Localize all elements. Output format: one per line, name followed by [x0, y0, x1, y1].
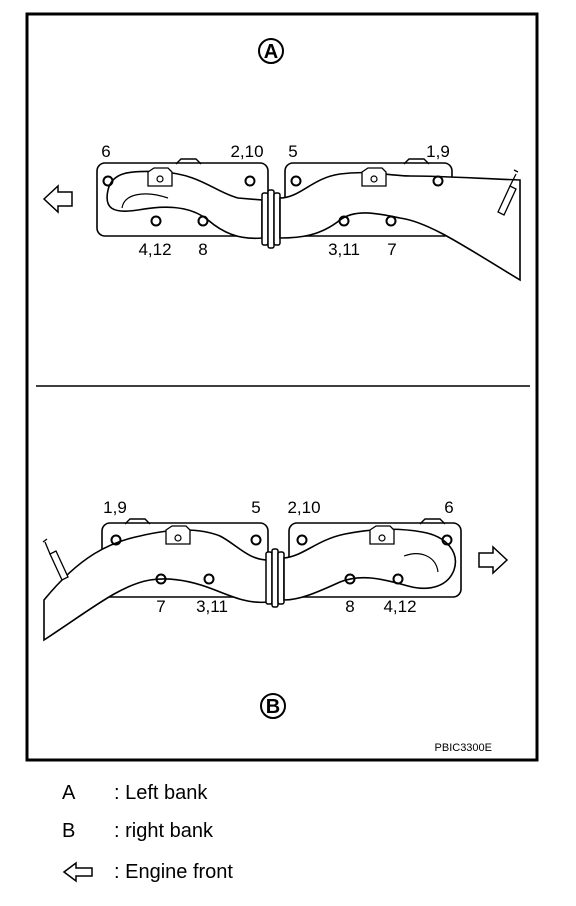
bolt-label: 2,10: [230, 142, 263, 161]
section-a: A 6 2,1: [42, 38, 521, 282]
bolt-label: 8: [198, 240, 207, 259]
bolt-label: 5: [251, 498, 260, 517]
oxygen-sensor-icon: [497, 185, 517, 216]
marker-a: A: [264, 41, 278, 63]
bolt-b-4-12: [392, 573, 404, 585]
diagram-frame: [25, 12, 539, 762]
bolt-label: 3,11: [328, 240, 360, 259]
bolt-a-4-12: [150, 215, 162, 227]
engine-front-arrow-icon: [42, 184, 73, 214]
bolt-a-5: [290, 175, 302, 187]
figure-code: PBIC3300E: [435, 742, 492, 754]
bolt-a-1-9: [432, 175, 444, 187]
bolt-b-7: [155, 573, 167, 585]
bolt-b-2-10: [296, 534, 308, 546]
engine-front-arrow-icon: [478, 545, 509, 575]
bolt-b-1-9: [110, 534, 122, 546]
bolt-label: 4,12: [383, 597, 416, 616]
bolt-a-8: [197, 215, 209, 227]
bolt-b-3-11: [203, 573, 215, 585]
right-manifold-pipe: [283, 528, 457, 601]
bolt-label: 8: [345, 597, 354, 616]
bolt-label: 7: [156, 597, 165, 616]
bolt-label: 6: [101, 142, 110, 161]
marker-b: B: [266, 696, 280, 718]
bolt-label: 3,11: [196, 597, 228, 616]
bolt-label: 1,9: [426, 142, 450, 161]
bolt-label: 5: [288, 142, 297, 161]
bolt-a-7: [385, 215, 397, 227]
bolt-b-5: [250, 534, 262, 546]
bolt-label: 6: [444, 498, 453, 517]
bolt-a-2-10: [244, 175, 256, 187]
bolt-label: 1,9: [103, 498, 127, 517]
marker-b-circle: [260, 693, 286, 719]
bolt-label: 7: [387, 240, 396, 259]
bolt-b-8: [344, 573, 356, 585]
marker-a-circle: [258, 38, 284, 64]
bolt-label: 4,12: [138, 240, 171, 259]
bolt-a-3-11: [338, 215, 350, 227]
section-b: 1,9 5 2,10 6 7 3,11 8 4,12 B: [42, 498, 509, 719]
bolt-label: 2,10: [287, 498, 320, 517]
bolt-a-6: [102, 175, 114, 187]
bolt-b-6: [441, 534, 453, 546]
oxygen-sensor-icon: [49, 550, 69, 581]
